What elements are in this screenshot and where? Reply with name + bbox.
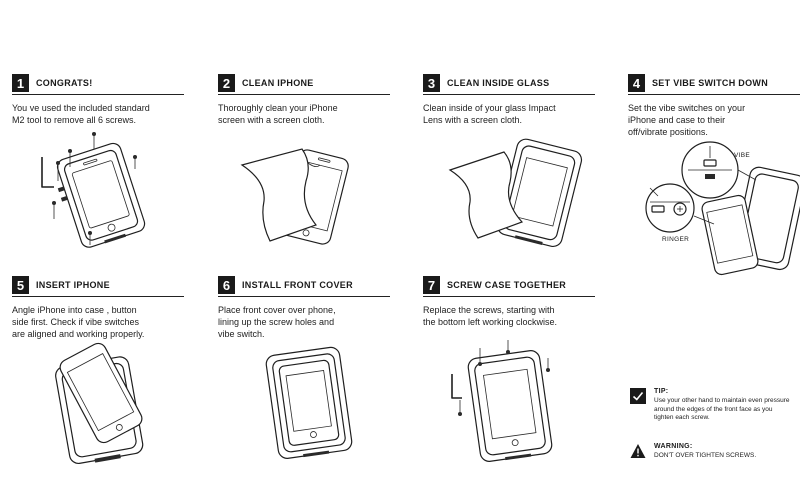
step-6-header: 6 INSTALL FRONT COVER — [218, 276, 390, 297]
step-text: Place front cover over phone, lining up … — [218, 305, 336, 339]
step-2-illustration — [220, 145, 350, 245]
step-text: Thoroughly clean your iPhone screen with… — [218, 103, 338, 125]
step-5-illustration — [40, 345, 160, 465]
step-text: Clean inside of your glass Impact Lens w… — [423, 103, 556, 125]
step-5-header: 5 INSERT IPHONE — [12, 276, 184, 297]
hex-key-icon — [42, 157, 54, 187]
step-number: 4 — [628, 74, 645, 92]
step-number: 7 — [423, 276, 440, 294]
warning-note: WARNING: DON'T OVER TIGHTEN SCREWS. — [630, 443, 756, 461]
vibe-label: VIBE — [734, 152, 751, 159]
step-6-illustration — [258, 345, 358, 463]
step-4-illustration — [638, 140, 798, 270]
warning-title: WARNING: — [654, 443, 693, 450]
step-2: 2 CLEAN IPHONE Thoroughly clean your iPh… — [218, 74, 390, 126]
tip-text: Use your other hand to maintain even pre… — [654, 397, 790, 421]
step-1-illustration — [30, 132, 160, 250]
step-3-illustration — [440, 140, 575, 245]
cloth-icon — [242, 149, 316, 241]
step-text: Set the vibe switches on your iPhone and… — [628, 103, 746, 137]
step-number: 3 — [423, 74, 440, 92]
step-title: SCREW CASE TOGETHER — [447, 280, 567, 290]
step-title: INSTALL FRONT COVER — [242, 280, 353, 290]
screw-icons — [52, 132, 137, 245]
step-title: CLEAN INSIDE GLASS — [447, 78, 550, 88]
warning-text: DON'T OVER TIGHTEN SCREWS. — [654, 452, 757, 459]
step-text: Replace the screws, starting with the bo… — [423, 305, 558, 327]
step-title: INSERT IPHONE — [36, 280, 110, 290]
step-text: You ve used the included standard M2 too… — [12, 103, 150, 125]
tip-note: TIP: Use your other hand to maintain eve… — [630, 388, 790, 423]
step-number: 2 — [218, 74, 235, 92]
step-number: 6 — [218, 276, 235, 294]
checkmark-icon — [630, 388, 646, 404]
hex-key-icon — [452, 374, 462, 398]
step-number: 1 — [12, 74, 29, 92]
step-7: 7 SCREW CASE TOGETHER Replace the screws… — [423, 276, 595, 328]
step-3: 3 CLEAN INSIDE GLASS Clean inside of you… — [423, 74, 595, 126]
warning-triangle-icon — [630, 444, 646, 458]
step-4: 4 SET VIBE SWITCH DOWN Set the vibe swit… — [628, 74, 800, 138]
step-4-header: 4 SET VIBE SWITCH DOWN — [628, 74, 800, 95]
step-title: CLEAN IPHONE — [242, 78, 314, 88]
step-2-header: 2 CLEAN IPHONE — [218, 74, 390, 95]
step-6: 6 INSTALL FRONT COVER Place front cover … — [218, 276, 390, 340]
step-1-header: 1 CONGRATS! — [12, 74, 184, 95]
step-text: Angle iPhone into case , button side fir… — [12, 305, 145, 339]
step-number: 5 — [12, 276, 29, 294]
step-7-illustration — [446, 340, 556, 464]
cloth-icon — [450, 152, 522, 238]
step-1: 1 CONGRATS! You ve used the included sta… — [12, 74, 184, 126]
screw-icons — [458, 340, 550, 416]
ringer-label: RINGER — [662, 236, 690, 243]
step-title: SET VIBE SWITCH DOWN — [652, 78, 768, 88]
tip-title: TIP: — [654, 388, 669, 395]
step-3-header: 3 CLEAN INSIDE GLASS — [423, 74, 595, 95]
step-5: 5 INSERT IPHONE Angle iPhone into case ,… — [12, 276, 184, 340]
step-title: CONGRATS! — [36, 78, 93, 88]
step-7-header: 7 SCREW CASE TOGETHER — [423, 276, 595, 297]
